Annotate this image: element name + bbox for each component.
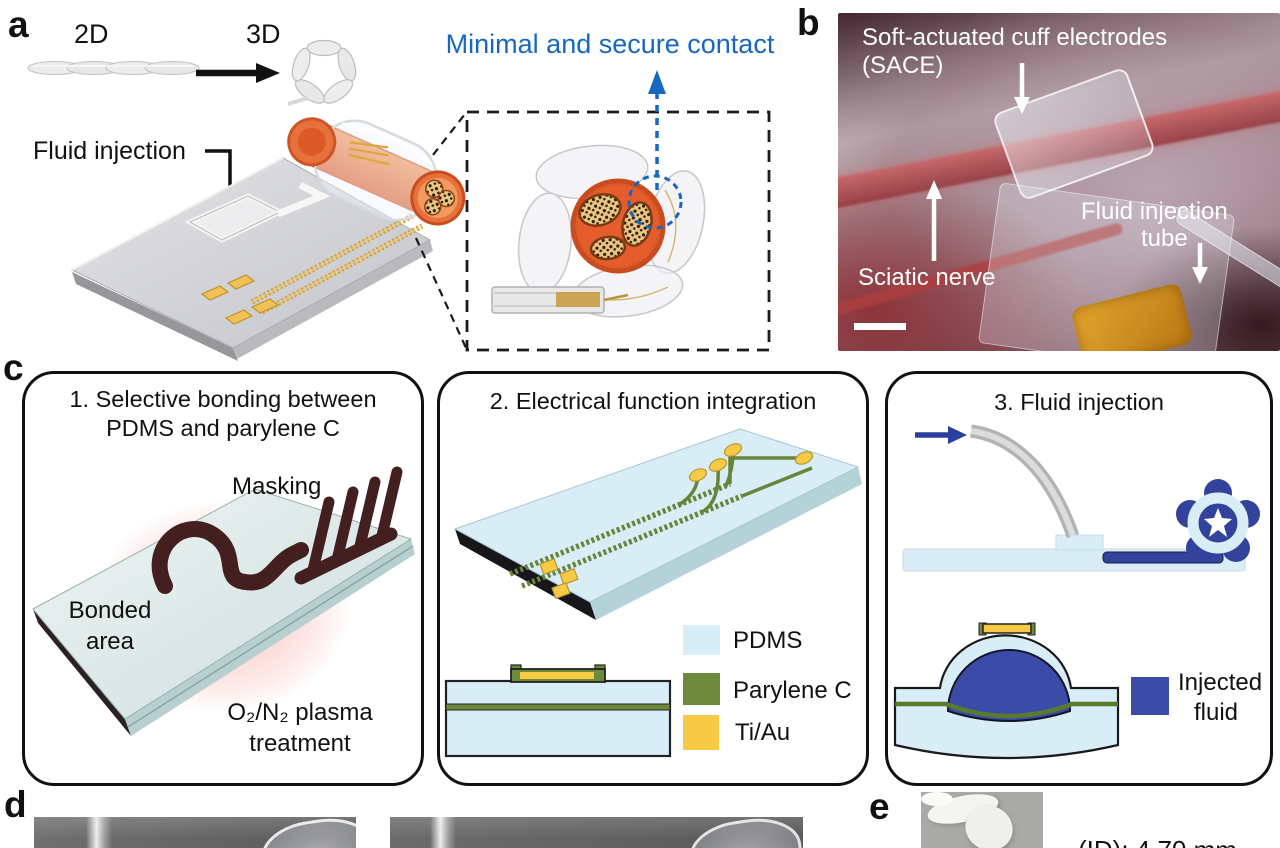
step1-graphic [32,466,415,736]
bonded-area-label-line1: Bonded [68,597,152,624]
contact-highlight-circle [627,174,683,230]
plasma-label-line1: O₂/N₂ plasma [227,699,373,726]
panel-d-photo-1 [34,817,356,848]
step2-box: 2. Electrical function integration PDMS … [437,371,869,786]
panel-e-label: e [869,786,890,827]
panel-d-label: d [4,784,27,825]
flat-device-graphic [70,157,433,361]
tube-annotation-line2: tube [1141,225,1188,252]
side-view-diagram [902,424,1260,572]
inflated-cross-section-diagram [893,622,1120,760]
panel-a-graphic [27,39,771,361]
panel-a-label: a [8,4,29,45]
sace-down-arrow-icon [1014,63,1030,114]
legend-label-parylene: Parylene C [733,677,852,704]
legend-swatch-parylene [683,673,720,705]
nerve-up-arrow-icon [926,180,942,261]
nerve-in-cuff-graphic [287,117,466,226]
inner-diameter-label: (ID): 4.70 mm [1078,836,1237,848]
step1-title-line2: PDMS and parylene C [106,415,340,441]
rolled-cuff-3d-graphic [287,39,357,106]
legend-label-tiau: Ti/Au [735,719,791,746]
panel-c-label: c [3,347,24,388]
sace-annotation-line1: Soft-actuated cuff electrodes [862,24,1168,51]
panel-d-photo-2 [390,817,803,848]
legend-label-fluid-line2: fluid [1194,699,1239,726]
injection-arrow-icon [915,426,967,444]
plasma-label-line2: treatment [249,730,351,757]
tube-highlight [86,817,112,848]
tube-annotation-line1: Fluid injection [1081,198,1228,225]
cuff-highlight [257,817,356,848]
step1-title-line1: 1. Selective bonding between [69,386,377,412]
step1-box: 1. Selective bonding between PDMS and pa… [22,371,424,786]
contact-callout: Minimal and secure contact [445,29,775,59]
legend-swatch-pdms [683,625,720,655]
panel-b-photo: Soft-actuated cuff electrodes (SACE) Sci… [838,13,1280,351]
label-3d: 3D [246,19,281,49]
sciatic-nerve-annotation: Sciatic nerve [858,264,996,291]
tube-highlight [430,817,456,848]
step2-graphic [444,428,862,758]
bonded-area-label-line2: area [85,628,135,655]
cuff-highlight [685,817,803,848]
step3-graphic [893,424,1260,760]
gold-pads [539,443,814,600]
mask-pattern [151,466,403,594]
sace-annotation-line2: (SACE) [862,52,944,79]
legend-swatch-fluid [1131,677,1169,715]
inset-cross-section-graphic [491,144,706,318]
masking-label: Masking [232,473,322,500]
panel-e-photo [921,792,1043,848]
step3-box: 3. Fluid injection Injected fluid [885,371,1273,786]
panel-b-label: b [797,2,820,43]
label-2d: 2D [74,19,109,49]
2d-to-3d-arrow-icon [196,63,280,83]
contact-callout-arrow-icon [648,70,666,190]
cross-section-diagram [444,664,672,758]
step2-title: 2. Electrical function integration [489,388,817,414]
flat-strip-2d-graphic [27,61,200,75]
legend-label-fluid-line1: Injected [1178,669,1263,696]
panel-b-annotations [854,63,1208,330]
cuff-blob [921,792,953,806]
step3-title: 3. Fluid injection [994,389,1164,415]
fluid-injection-label: Fluid injection [33,137,186,165]
tube-down-arrow-icon [1192,243,1208,284]
legend-swatch-tiau [683,715,719,750]
inset-connector-lines [414,113,468,349]
scale-bar [854,323,906,330]
rolled-cuff-inflated [1176,479,1260,562]
legend-label-pdms: PDMS [733,627,803,654]
